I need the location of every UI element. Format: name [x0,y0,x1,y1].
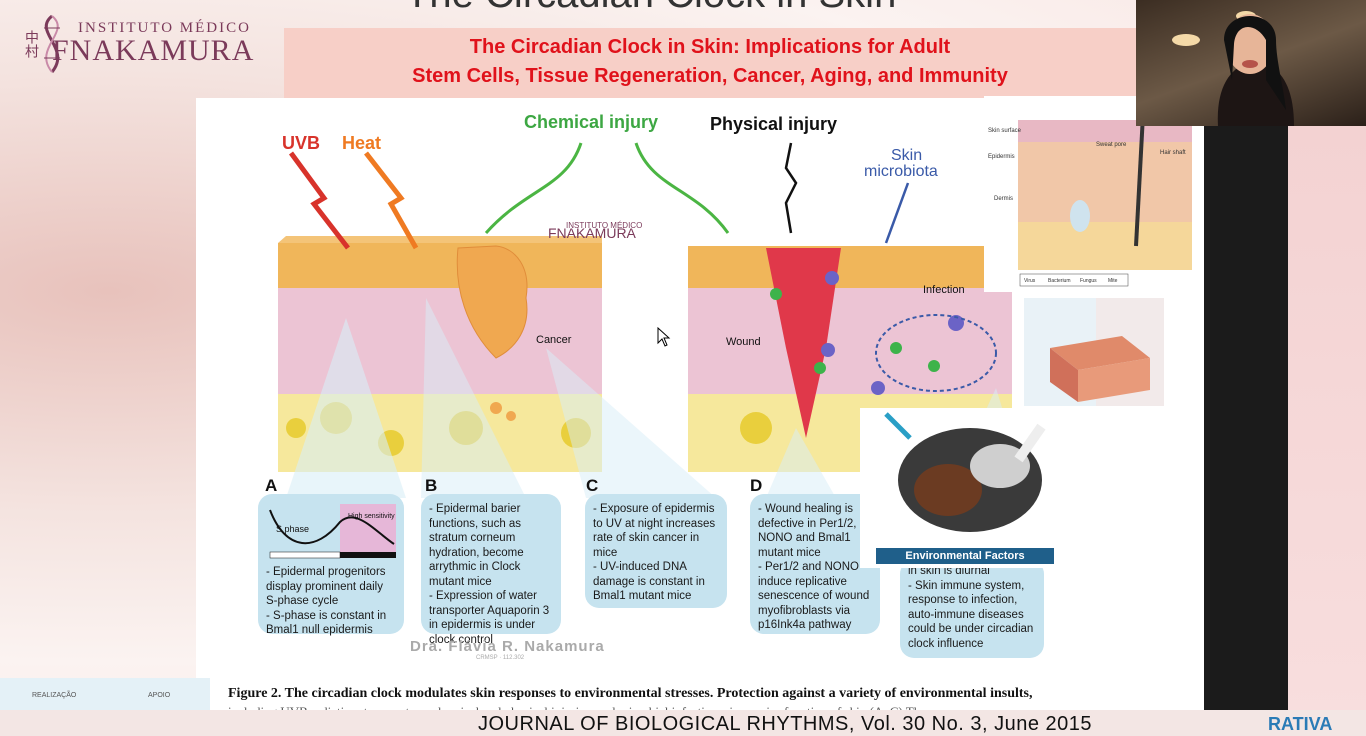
skin-cube-image [1024,298,1164,408]
sweat-pore-label: Sweat pore [1096,142,1127,148]
sphase-chart: S phase High sensitivity [269,504,396,559]
panel-e-line-2: - Skin immune system, response to infect… [908,579,1034,650]
environmental-factors-image: Environmental Factors [860,408,1060,568]
high-sensitivity-label: High sensitivity [348,513,395,520]
chemical-injury-label: Chemical injury [524,112,659,132]
institute-logo [22,12,282,78]
panel-e: in skin is diurnal - Skin immune system,… [900,560,1044,658]
presenter-video [1172,11,1294,126]
uvb-label: UVB [282,133,321,153]
stress-arrows [288,142,910,250]
environmental-factors-banner: Environmental Factors [876,548,1054,564]
microbiota-label-1: Skin [891,147,923,164]
skin-surface-label: Skin surface [988,128,1022,134]
footer-brand: RATIVA [1268,714,1333,734]
infection-label: Infection [923,284,965,296]
panel-c-letter: C [586,476,599,495]
title-line-2: Stem Cells, Tissue Regeneration, Cancer,… [412,65,1008,87]
heat-label: Heat [342,133,382,153]
hair-shaft-label: Hair shaft [1160,150,1186,156]
panel-c-line-2: - UV-induced DNA damage is constant in B… [593,561,705,602]
footer-band [0,710,1366,728]
watermark-top: INSTITUTO MÉDICO [566,221,642,230]
signature-text: Dra. Flávia R. Nakamura [410,638,605,655]
panel-c: - Exposure of epidermis to UV at night i… [585,494,727,608]
presenter-webcam [1136,0,1366,126]
legend-fungus: Fungus [1080,278,1097,284]
panel-b-letter: B [425,476,438,495]
panel-a-letter: A [265,476,278,495]
skin-diagram: Cancer Wound Infection INSTITUTO MÉDICO … [278,142,1036,518]
title-banner: The Circadian Clock in Skin: Implication… [284,28,1136,98]
dna-logo-icon [44,14,60,73]
logo-name: FNAKAMURA [52,34,255,67]
legend-mite: Mite [1108,278,1118,284]
skin-cube-icon [1024,298,1164,406]
footer-realizacao: REALIZAÇÃO [32,692,77,699]
cancer-label: Cancer [536,334,572,346]
logo-glyph: 中村 [24,30,40,58]
panel-d: - Wound healing is defective in Per1/2, … [750,494,880,634]
panel-b-line-2: - Expression of water transporter Aquapo… [429,590,550,646]
panel-a-line-2: - S-phase is constant in Bmal1 null epid… [266,609,387,637]
signature-sub: CRMSP · 112.302 [476,655,525,661]
wound-label: Wound [726,336,761,348]
mouse-cursor-icon [657,327,671,347]
panel-a: S phase High sensitivity - Epidermal pro… [258,494,404,636]
dark-side-bar [1204,126,1288,710]
slide-top-title: The Circadian Clock in Skin [405,0,896,17]
panel-d-line-2: - Per1/2 and NONO induce replicative sen… [758,561,870,631]
epidermis-label: Epidermis [988,154,1015,160]
panel-e-line-1: in skin is diurnal [908,565,990,577]
panel-b-line-1: - Epidermal barier functions, such as st… [429,503,524,588]
panel-c-line-1: - Exposure of epidermis to UV at night i… [593,503,716,559]
dermis-label: Dermis [994,196,1013,202]
title-line-1: The Circadian Clock in Skin: Implication… [469,36,951,58]
panel-d-letter: D [750,476,763,495]
environment-collage [884,412,1046,532]
panel-d-line-1: - Wound healing is defective in Per1/2, … [758,503,857,559]
skin-anatomy-inset: Skin surface Epidermis Dermis Sweat pore… [984,95,1204,292]
slide-background-right [1286,120,1366,728]
sphase-label: S phase [276,524,309,534]
figure-caption: Figure 2. The circadian clock modulates … [228,686,1033,701]
legend-virus: Virus [1024,278,1036,284]
legend-bacterium: Bacterium [1048,278,1071,284]
footer-apoio: APOIO [148,692,171,699]
watermark-main: FNAKAMURA [548,225,637,241]
skin-anatomy-diagram: Skin surface Epidermis Dermis Sweat pore… [988,95,1192,287]
physical-injury-label: Physical injury [710,114,838,134]
journal-citation: JOURNAL OF BIOLOGICAL RHYTHMS, Vol. 30 N… [478,713,1093,735]
logo-subtitle: INSTITUTO MÉDICO [78,20,251,36]
panel-b: - Epidermal barier functions, such as st… [421,494,561,646]
microbiota-label-2: microbiota [864,163,938,180]
signature-watermark: Dra. Flávia R. Nakamura [410,638,605,655]
panel-a-line-1: - Epidermal progenitors display prominen… [266,566,386,607]
